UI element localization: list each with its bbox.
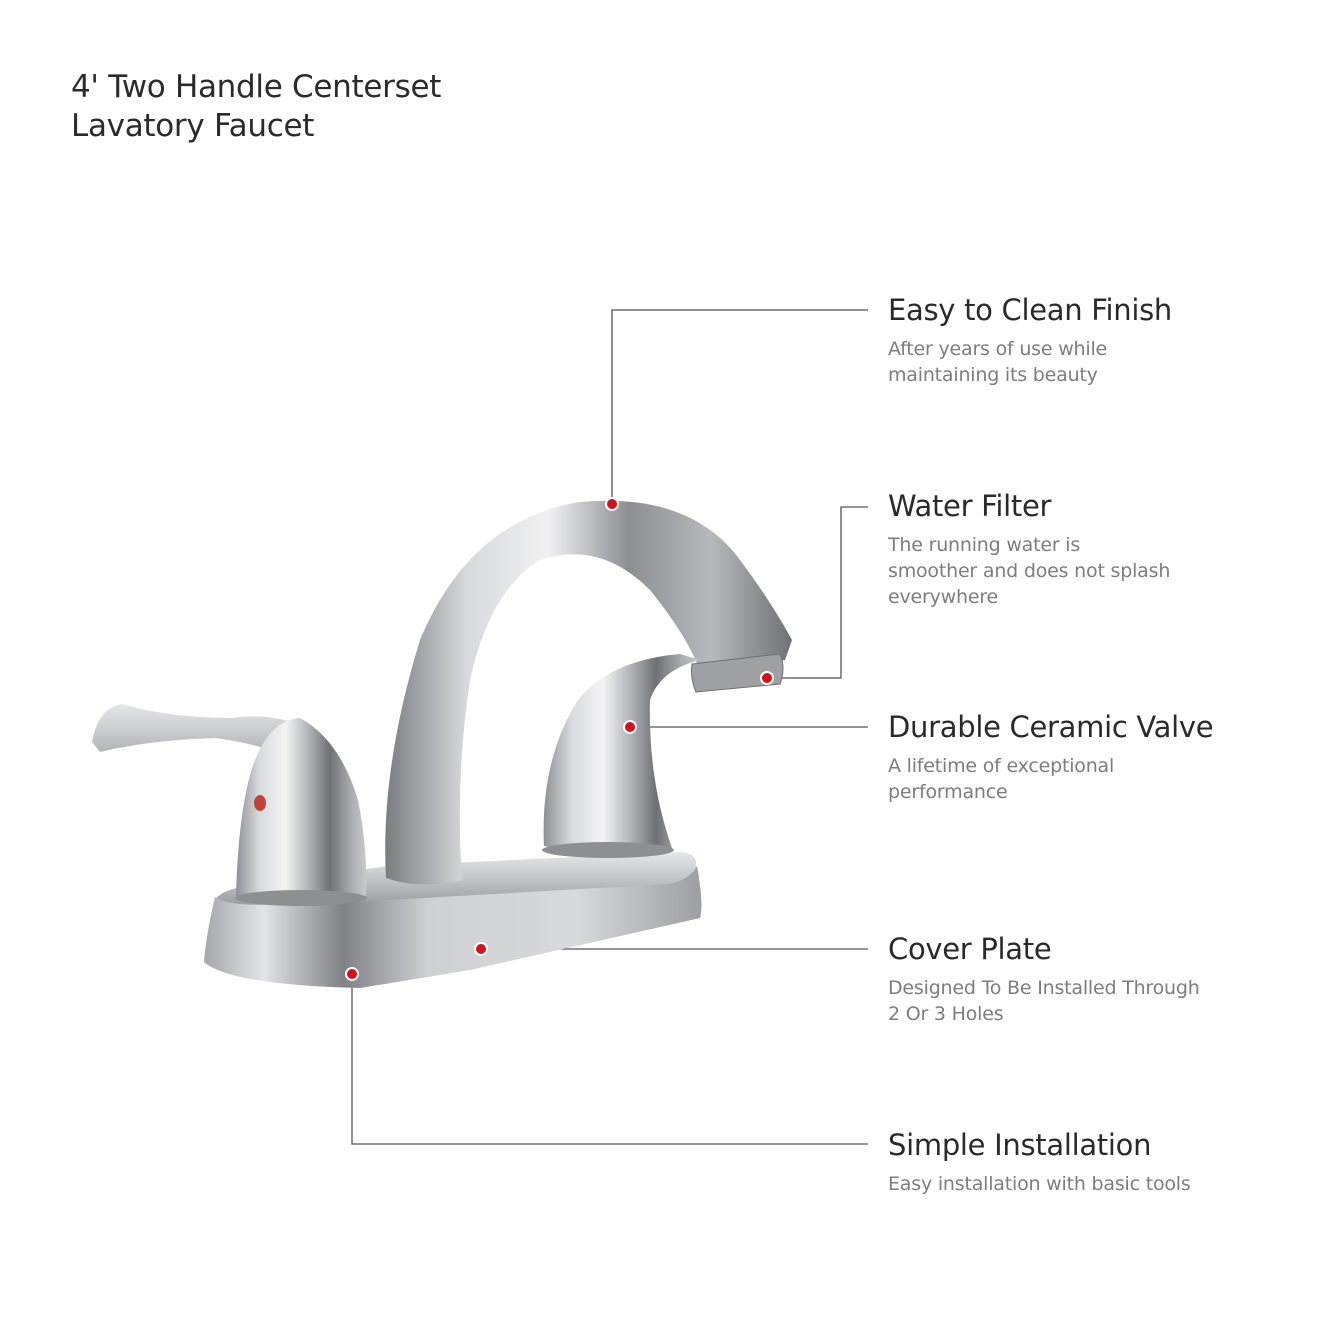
marker-dot-filter [760, 671, 774, 685]
right-handle-collar [542, 842, 674, 858]
spout [385, 500, 792, 885]
feature-description: After years of use while maintaining its… [888, 338, 1108, 386]
feature-ceramic-valve: Durable Ceramic Valve A lifetime of exce… [888, 709, 1288, 805]
right-handle [543, 654, 700, 854]
feature-description: Easy installation with basic tools [888, 1173, 1191, 1195]
aerator [691, 653, 784, 693]
feature-description: Designed To Be Installed Through 2 Or 3 … [888, 977, 1200, 1025]
marker-dot-install [345, 967, 359, 981]
feature-title: Cover Plate [888, 932, 1052, 966]
feature-water-filter: Water Filter The running water is smooth… [888, 488, 1288, 610]
feature-title: Easy to Clean Finish [888, 293, 1172, 327]
leader-line-finish [611, 309, 868, 504]
deck-plate-front [204, 866, 702, 988]
feature-title: Simple Installation [888, 1128, 1152, 1162]
leader-line-install [351, 974, 868, 1145]
page-title: 4' Two Handle Centerset Lavatory Faucet [71, 68, 441, 146]
marker-dot-plate [474, 942, 488, 956]
left-handle [236, 718, 367, 903]
leader-line-filter [767, 506, 868, 679]
left-handle-lever [92, 704, 320, 770]
left-handle-collar [235, 890, 367, 906]
feature-description: A lifetime of exceptional performance [888, 755, 1115, 803]
hot-indicator-icon [254, 795, 266, 811]
title-line-2: Lavatory Faucet [71, 108, 315, 144]
marker-dot-finish [605, 497, 619, 511]
title-line-1: 4' Two Handle Centerset [71, 69, 442, 105]
feature-title: Water Filter [888, 489, 1052, 523]
feature-description: The running water is smoother and does n… [888, 534, 1171, 608]
feature-easy-clean: Easy to Clean Finish After years of use … [888, 292, 1288, 388]
marker-dot-valve [623, 720, 637, 734]
feature-simple-installation: Simple Installation Easy installation wi… [888, 1127, 1288, 1197]
faucet-illustration [92, 500, 792, 988]
feature-cover-plate: Cover Plate Designed To Be Installed Thr… [888, 931, 1288, 1027]
callout-markers [345, 497, 774, 981]
feature-title: Durable Ceramic Valve [888, 710, 1214, 744]
